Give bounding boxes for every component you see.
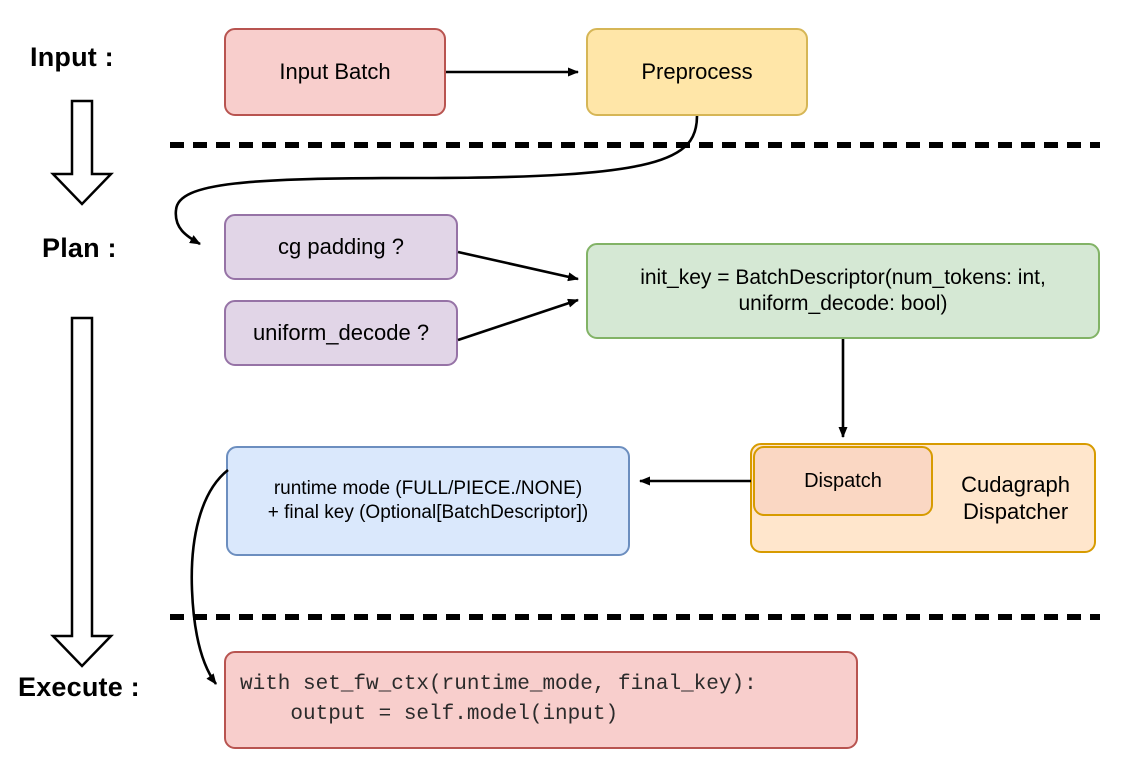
flow-arrow-input-to-plan xyxy=(50,99,114,206)
edge-runtime-mode-to-execute-code xyxy=(190,468,229,685)
node-input-batch[interactable]: Input Batch xyxy=(224,28,446,116)
stage-label-execute: Execute : xyxy=(18,672,140,702)
stage-label-input: Input : xyxy=(30,42,114,72)
stage-label-plan: Plan : xyxy=(42,233,117,263)
node-preprocess[interactable]: Preprocess xyxy=(586,28,808,116)
node-execute-code[interactable]: with set_fw_ctx(runtime_mode, final_key)… xyxy=(224,651,858,749)
node-dispatch[interactable]: Dispatch xyxy=(753,446,933,516)
node-cg-padding[interactable]: cg padding ? xyxy=(224,214,458,280)
node-init-key[interactable]: init_key = BatchDescriptor(num_tokens: i… xyxy=(586,243,1100,339)
edge-uniform-decode-to-init-key xyxy=(457,298,579,342)
flow-arrow-plan-to-execute xyxy=(50,316,114,668)
node-uniform-decode[interactable]: uniform_decode ? xyxy=(224,300,458,366)
node-runtime-mode[interactable]: runtime mode (FULL/PIECE./NONE) + final … xyxy=(226,446,630,556)
edge-cg-padding-to-init-key xyxy=(457,250,579,282)
edge-preprocess-to-cg-padding xyxy=(174,115,699,246)
